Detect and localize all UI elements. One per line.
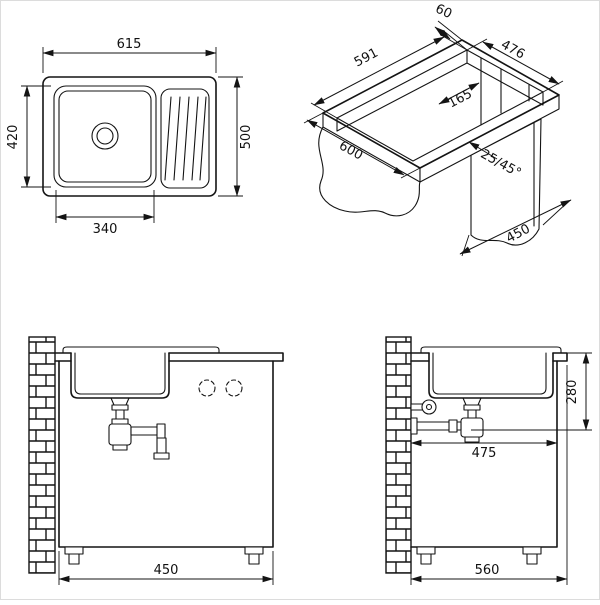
top-view: 615 420 500 340 xyxy=(6,37,254,237)
valve-stem xyxy=(410,403,424,411)
dimension-bowl-height: 420 xyxy=(6,85,51,188)
dim-label-450-front: 450 xyxy=(154,563,179,578)
bowl-rim xyxy=(53,85,157,188)
drainboard xyxy=(160,88,210,189)
cabinet-front xyxy=(58,360,274,548)
dimension-front-offset: 60 xyxy=(433,2,468,51)
dim-label-475: 475 xyxy=(472,446,497,461)
side-section-view: 475 280 560 xyxy=(385,336,592,585)
dim-label-340: 340 xyxy=(93,222,118,237)
cabinet-legs-front xyxy=(64,546,264,565)
bowl-inner xyxy=(58,90,152,183)
dim-label-560: 560 xyxy=(475,563,500,578)
dim-label-615: 615 xyxy=(117,37,142,52)
sink-rim-side xyxy=(420,346,562,354)
dimension-overall-depth: 500 xyxy=(218,76,254,197)
cabinet-legs-side xyxy=(416,546,542,565)
drain-inner xyxy=(96,127,114,145)
countertop-side xyxy=(410,352,568,362)
dimension-bowl-width: 340 xyxy=(55,190,155,237)
sink-outline xyxy=(42,76,217,197)
dim-label-420: 420 xyxy=(6,125,21,150)
bowl-inner-side xyxy=(432,352,547,395)
wall-side-view xyxy=(385,336,412,574)
bowl-inner-front xyxy=(74,352,166,395)
siphon-front xyxy=(108,397,170,460)
front-section-view: 450 xyxy=(28,336,284,585)
dim-label-280: 280 xyxy=(565,380,580,405)
drainboard-ribs xyxy=(164,96,207,181)
dim-label-500: 500 xyxy=(239,125,254,150)
dimension-wall-to-front: 475 xyxy=(410,439,558,461)
valve-wheel xyxy=(421,399,437,415)
siphon-side xyxy=(410,397,484,443)
drain-outer xyxy=(91,122,119,150)
knockout-hole-left xyxy=(198,379,216,397)
cutout-iso-view: 60 476 591 165 600 25/45° xyxy=(303,2,572,257)
dimension-cabinet-width-front: 450 xyxy=(58,551,274,585)
dimension-cabinet-depth: 560 xyxy=(410,365,568,585)
wall-front-view xyxy=(28,336,56,574)
bowl-section-front xyxy=(70,352,170,399)
bowl-section-side xyxy=(428,352,554,399)
sink-rim-front xyxy=(62,346,220,354)
knockout-hole-right xyxy=(225,379,243,397)
dimension-overall-width: 615 xyxy=(42,37,217,73)
dim-label-60: 60 xyxy=(433,2,454,23)
dim-label-591: 591 xyxy=(352,45,381,70)
dimension-drain-height: 280 xyxy=(471,352,592,431)
